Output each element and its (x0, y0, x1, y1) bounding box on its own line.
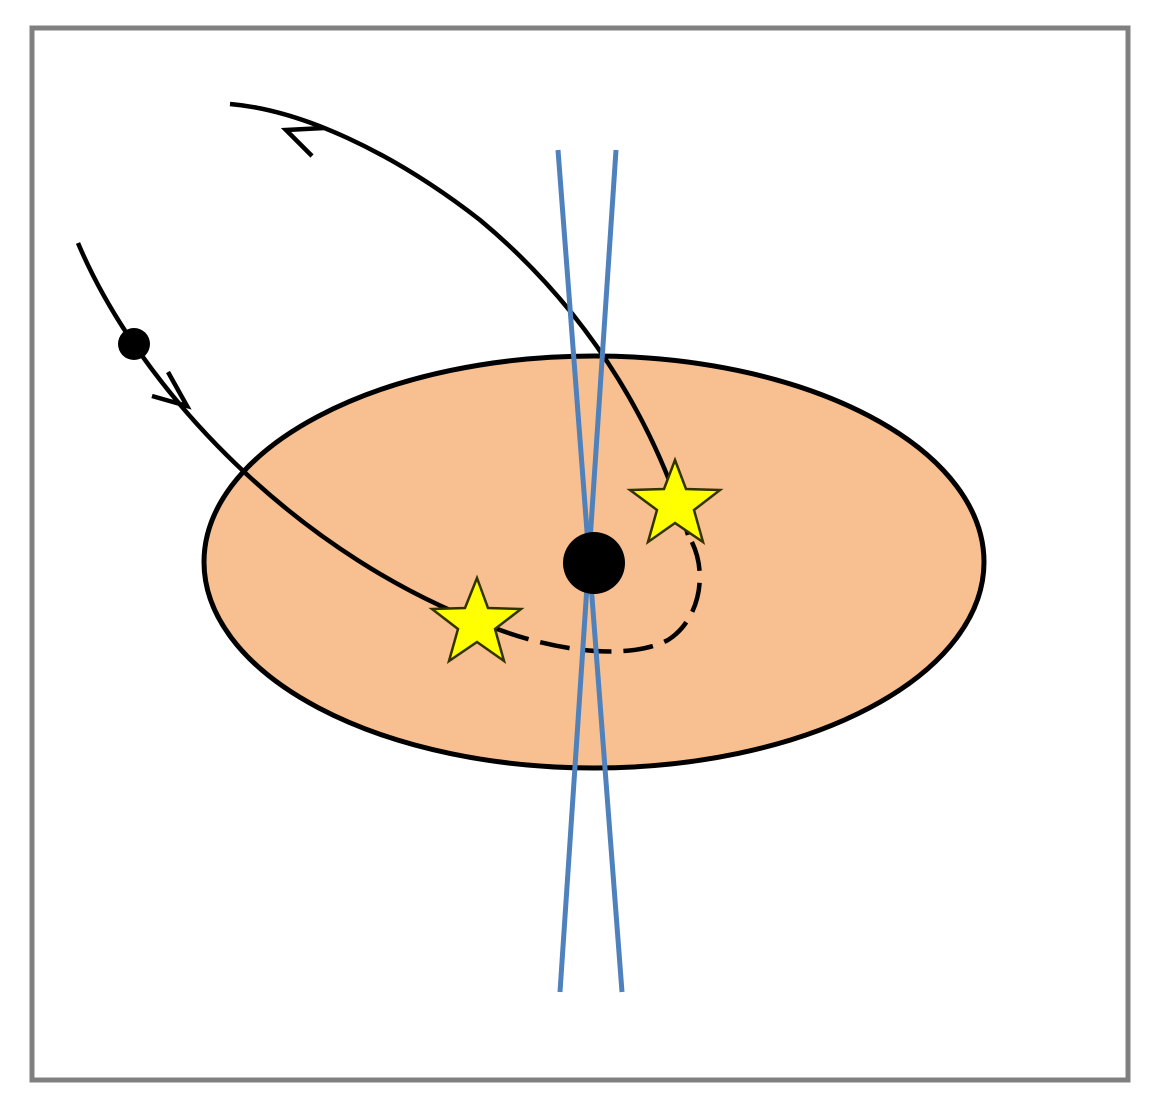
orbiting-body (118, 328, 150, 360)
star-icon (428, 574, 525, 665)
arrow-incoming (151, 370, 192, 410)
star-icon (626, 456, 724, 546)
trajectory-incoming (75, 242, 501, 633)
central-black-hole (563, 532, 625, 594)
arrow-outgoing (280, 125, 325, 158)
trajectory-outgoing (229, 101, 691, 536)
trajectory-hidden (499, 533, 702, 654)
